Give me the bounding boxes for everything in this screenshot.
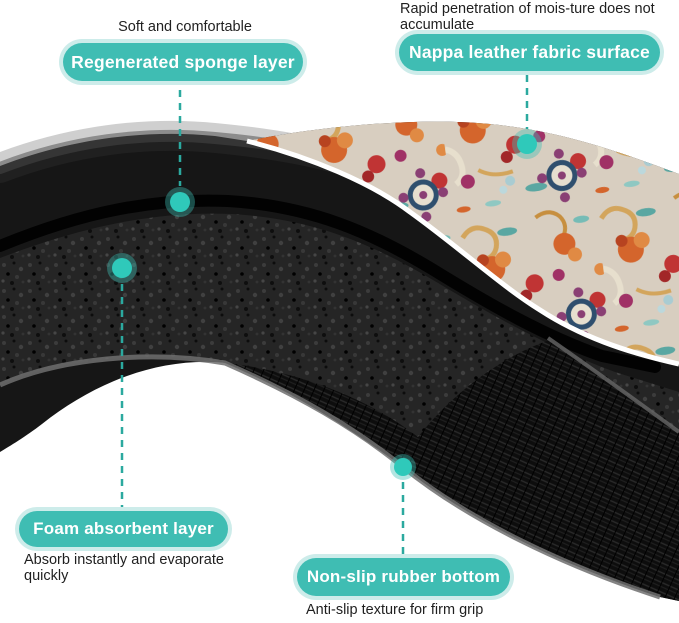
nappa-marker-dot-icon xyxy=(512,129,542,159)
foam-marker-dot-icon xyxy=(107,253,137,283)
note-sponge: Soft and comfortable xyxy=(118,19,252,35)
layer-markers xyxy=(107,129,542,480)
sponge-marker-dot-icon xyxy=(165,187,195,217)
rubber-marker-dot-icon xyxy=(390,454,416,480)
label-foam-layer: Foam absorbent layer xyxy=(19,511,228,547)
sponge-foam-gap-shadow xyxy=(0,194,661,373)
rubber-weave-band xyxy=(228,340,679,601)
label-nappa-surface: Nappa leather fabric surface xyxy=(399,34,660,71)
note-nappa: Rapid penetration of mois-ture does not … xyxy=(400,1,655,34)
bottom-edge-highlight-line xyxy=(0,354,661,600)
note-rubber: Anti-slip texture for firm grip xyxy=(306,602,484,618)
note-foam: Absorb instantly and evaporate quickly xyxy=(24,552,224,585)
label-rubber-bottom: Non-slip rubber bottom xyxy=(297,558,510,596)
label-sponge-layer: Regenerated sponge layer xyxy=(63,43,303,81)
rug-surface xyxy=(247,121,679,364)
right-edge-highlight-line xyxy=(546,336,679,434)
rug-edge-white-trim xyxy=(246,138,679,367)
